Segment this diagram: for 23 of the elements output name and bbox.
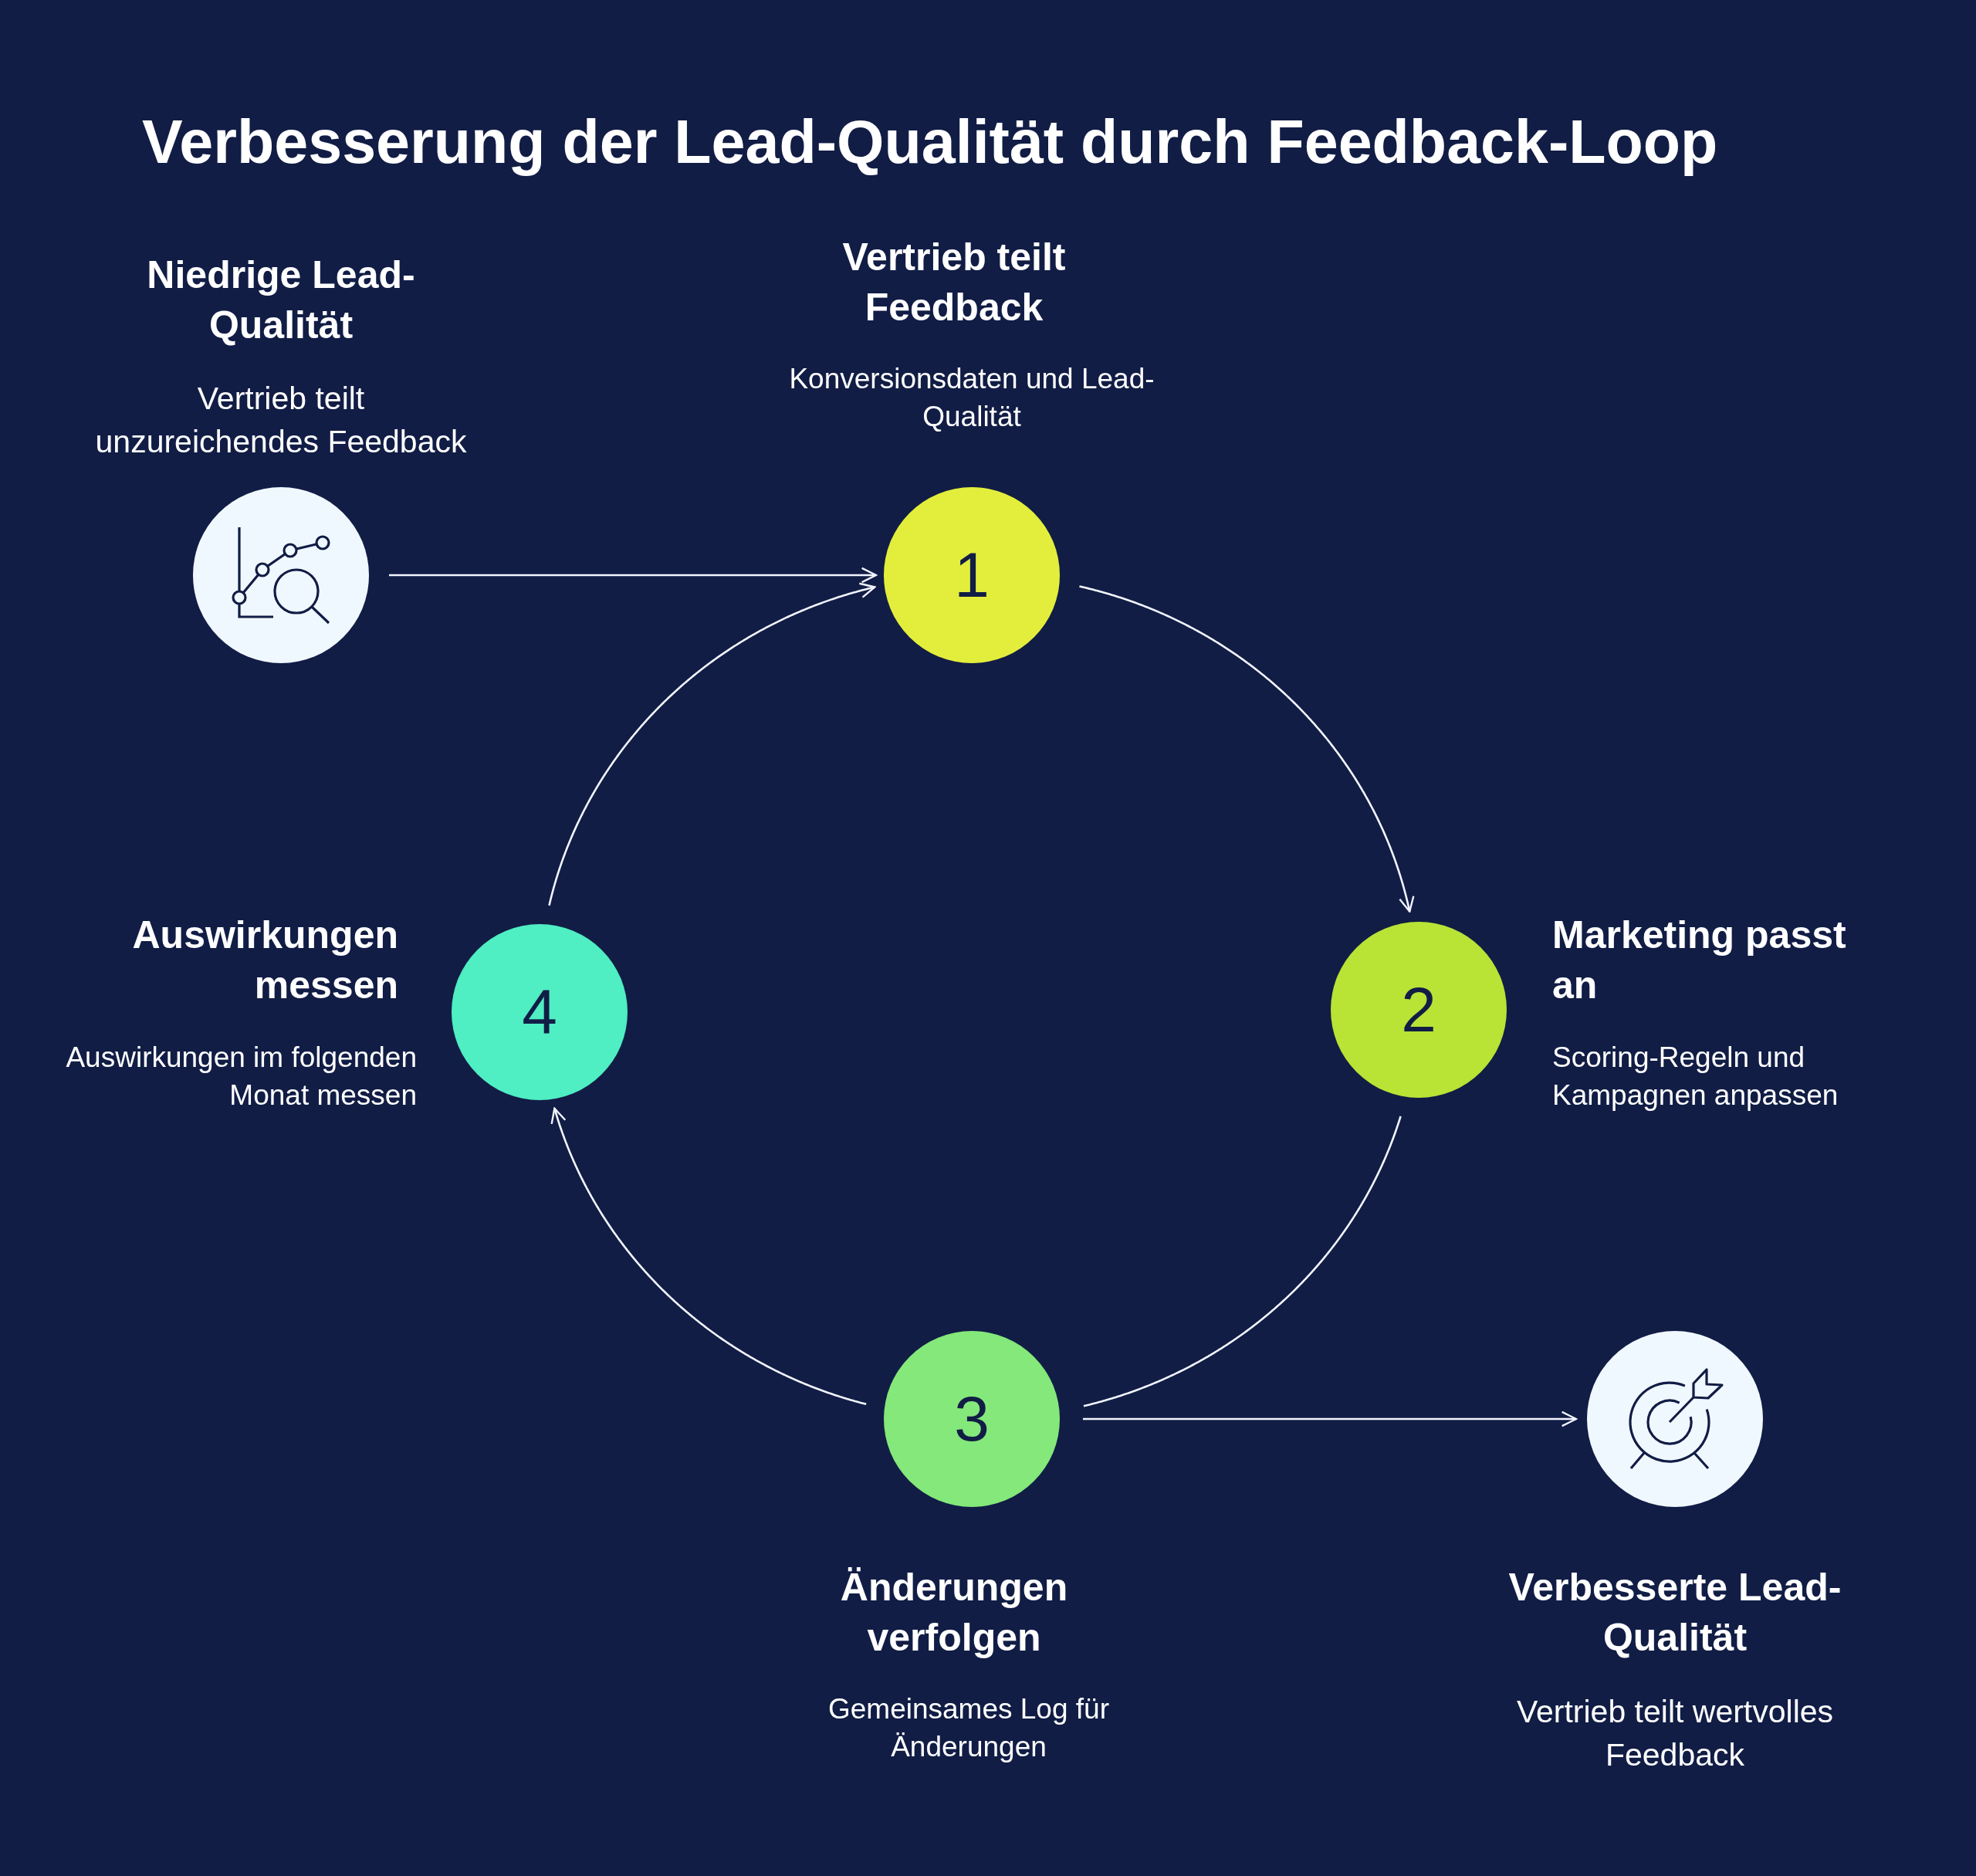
arrow: [550, 1107, 867, 1406]
step-title: Änderungen verfolgen: [839, 1565, 1069, 1661]
arrow: [1083, 1410, 1578, 1427]
step-description: Gemeinsames Log für Änderungen: [827, 1692, 1110, 1764]
step-description: Vertrieb teilt unzureichendes Feedback: [94, 380, 468, 461]
step-number: 2: [1401, 978, 1436, 1041]
arrow: [1079, 585, 1415, 913]
step-number: 4: [522, 980, 557, 1044]
step-title: Niedrige Lead-Qualität: [146, 252, 416, 348]
arrow: [548, 582, 876, 906]
step-title: Auswirkungen messen: [131, 913, 398, 1008]
step-description: Auswirkungen im folgenden Monat messen: [65, 1041, 417, 1112]
step-title: Vertrieb teilt Feedback: [841, 235, 1067, 330]
step-number: 1: [954, 543, 990, 607]
diagram-title: Verbesserung der Lead-Qualität durch Feedback-Loop: [142, 107, 1718, 178]
step-title: Marketing passt an: [1552, 913, 1847, 1008]
step-number: 3: [954, 1387, 990, 1451]
arrow: [389, 567, 878, 584]
step-description: Konversionsdaten und Lead-Qualität: [788, 362, 1155, 434]
step-title: Verbesserte Lead-Qualität: [1507, 1565, 1842, 1661]
step-description: Scoring-Regeln und Kampagnen anpassen: [1552, 1041, 1839, 1112]
step-description: Vertrieb teilt wertvolles Feedback: [1515, 1693, 1835, 1774]
connector-line: [1083, 1116, 1402, 1407]
